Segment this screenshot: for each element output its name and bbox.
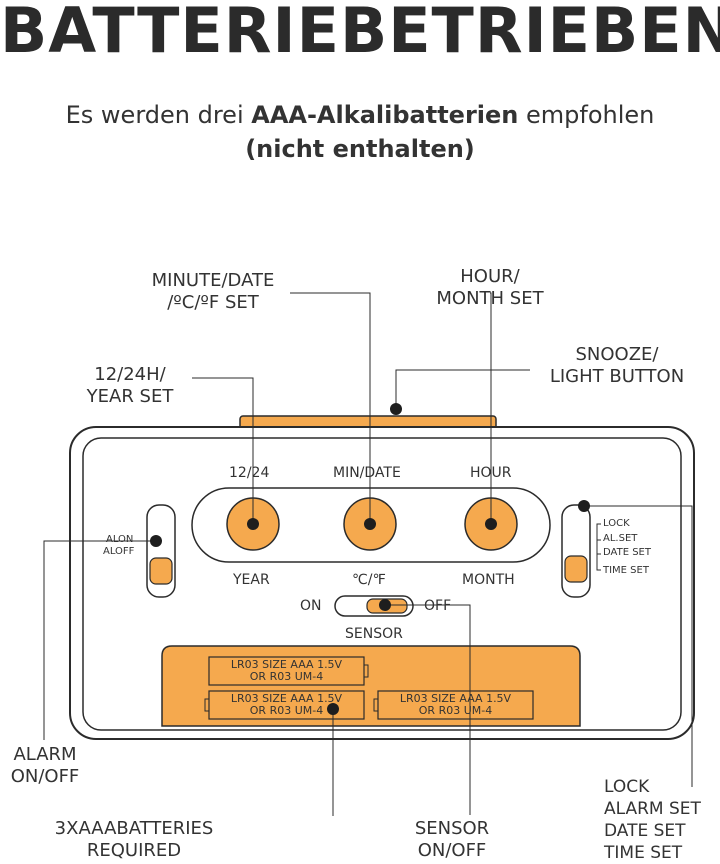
callout-snooze-line1: SNOOZE/ bbox=[575, 344, 659, 365]
callout-snooze-line2: LIGHT BUTTON bbox=[549, 366, 685, 387]
mode-lock-label: LOCK bbox=[603, 518, 630, 529]
subtitle-line-2: (nicht enthalten) bbox=[245, 135, 475, 163]
battery-slot-2-terminal bbox=[204, 698, 210, 712]
leader-lock bbox=[584, 505, 693, 787]
subtitle-text-bold: AAA-Alkalibatterien bbox=[251, 101, 519, 129]
leader-minute-date bbox=[290, 292, 371, 524]
callout-lock-line2: ALARM SET bbox=[604, 799, 701, 819]
battery-slot-1-terminal bbox=[363, 664, 369, 678]
leader-dot-lock bbox=[578, 500, 590, 512]
mode-switch-knob[interactable] bbox=[564, 555, 588, 583]
callout-minute-date-line2: /ºC/ºF SET bbox=[167, 292, 259, 313]
callout-alarm: ALARM ON/OFF bbox=[0, 744, 90, 788]
button-label-min-date: MIN/DATE bbox=[333, 465, 401, 481]
mode-switch-track bbox=[561, 504, 591, 598]
sensor-off-label: OFF bbox=[424, 598, 452, 614]
sensor-on-label: ON bbox=[300, 598, 322, 614]
alarm-on-label: ALON bbox=[106, 534, 134, 545]
leader-dot-minute-date bbox=[364, 518, 376, 530]
leader-dot-12-24 bbox=[247, 518, 259, 530]
callout-lock: LOCK ALARM SET DATE SET TIME SET bbox=[604, 776, 720, 864]
callout-hour-month-line1: HOUR/ bbox=[460, 266, 520, 287]
callout-hour-month: HOUR/ MONTH SET bbox=[420, 266, 560, 310]
mode-al-set-label: AL.SET bbox=[603, 533, 638, 544]
callout-alarm-line2: ON/OFF bbox=[10, 766, 80, 787]
callout-batteries: 3XAAABATTERIES REQUIRED bbox=[36, 818, 232, 862]
subtitle-text-pre: Es werden drei bbox=[65, 101, 252, 129]
leader-dot-batteries bbox=[327, 703, 339, 715]
button-label-year: YEAR bbox=[233, 572, 270, 588]
battery-compartment bbox=[161, 645, 581, 727]
leader-year-set bbox=[192, 377, 254, 524]
callout-minute-date-line1: MINUTE/DATE bbox=[151, 270, 275, 291]
battery-label-1-line2: OR R03 UM-4 bbox=[249, 670, 324, 683]
callout-year-set: 12/24H/ YEAR SET bbox=[72, 364, 188, 408]
leader-snooze bbox=[395, 369, 530, 408]
battery-label-2-line1: LR03 SIZE AAA 1.5V bbox=[230, 692, 343, 705]
callout-minute-date: MINUTE/DATE /ºC/ºF SET bbox=[130, 270, 296, 314]
leader-dot-sensor bbox=[379, 599, 391, 611]
button-label-celsius-fahrenheit: ℃/℉ bbox=[352, 572, 386, 588]
leader-dot-hour bbox=[485, 518, 497, 530]
alarm-off-label: ALOFF bbox=[103, 546, 135, 557]
leader-sensor bbox=[385, 604, 471, 815]
callout-sensor-line2: ON/OFF bbox=[417, 840, 487, 861]
callout-year-set-line1: 12/24H/ bbox=[94, 364, 166, 385]
page-title: BATTERIEBETRIEBEN bbox=[0, 0, 720, 67]
battery-label-3-line2: OR R03 UM-4 bbox=[418, 704, 493, 717]
callout-sensor: SENSOR ON/OFF bbox=[396, 818, 508, 862]
battery-label-3: LR03 SIZE AAA 1.5V OR R03 UM-4 bbox=[378, 693, 533, 717]
sensor-label: SENSOR bbox=[345, 626, 403, 642]
callout-lock-line1: LOCK bbox=[604, 777, 650, 797]
callout-lock-line4: TIME SET bbox=[604, 843, 683, 863]
alarm-switch-knob[interactable] bbox=[149, 557, 173, 585]
button-label-12-24: 12/24 bbox=[229, 465, 270, 481]
callout-snooze: SNOOZE/ LIGHT BUTTON bbox=[532, 344, 702, 388]
leader-alarm bbox=[43, 540, 156, 740]
button-pill bbox=[191, 487, 551, 563]
battery-slot-3-terminal bbox=[373, 698, 379, 712]
page-subtitle: Es werden drei AAA-Alkalibatterien empfo… bbox=[0, 98, 720, 166]
button-label-hour: HOUR bbox=[470, 465, 512, 481]
leader-hour-month bbox=[490, 292, 492, 524]
device-inner-frame bbox=[82, 437, 682, 731]
callout-year-set-line2: YEAR SET bbox=[86, 386, 174, 407]
battery-label-1-line1: LR03 SIZE AAA 1.5V bbox=[230, 658, 343, 671]
callout-alarm-line1: ALARM bbox=[13, 744, 77, 765]
battery-label-2: LR03 SIZE AAA 1.5V OR R03 UM-4 bbox=[209, 693, 364, 717]
callout-batteries-line2: REQUIRED bbox=[86, 840, 182, 861]
battery-label-1: LR03 SIZE AAA 1.5V OR R03 UM-4 bbox=[209, 659, 364, 683]
callout-hour-month-line2: MONTH SET bbox=[436, 288, 544, 309]
callout-sensor-line1: SENSOR bbox=[414, 818, 490, 839]
leader-lines bbox=[43, 292, 693, 816]
button-label-month: MONTH bbox=[462, 572, 515, 588]
callout-batteries-line1: 3XAAABATTERIES bbox=[54, 818, 214, 839]
mode-time-set-label: TIME SET bbox=[603, 565, 649, 576]
battery-label-3-line1: LR03 SIZE AAA 1.5V bbox=[399, 692, 512, 705]
battery-label-2-line2: OR R03 UM-4 bbox=[249, 704, 324, 717]
subtitle-text-post: empfohlen bbox=[518, 101, 655, 129]
mode-bracket-lines bbox=[596, 523, 601, 571]
leader-dot-alarm bbox=[150, 535, 162, 547]
callout-lock-line3: DATE SET bbox=[604, 821, 686, 841]
mode-date-set-label: DATE SET bbox=[603, 547, 651, 558]
leader-dot-snooze bbox=[390, 403, 402, 415]
